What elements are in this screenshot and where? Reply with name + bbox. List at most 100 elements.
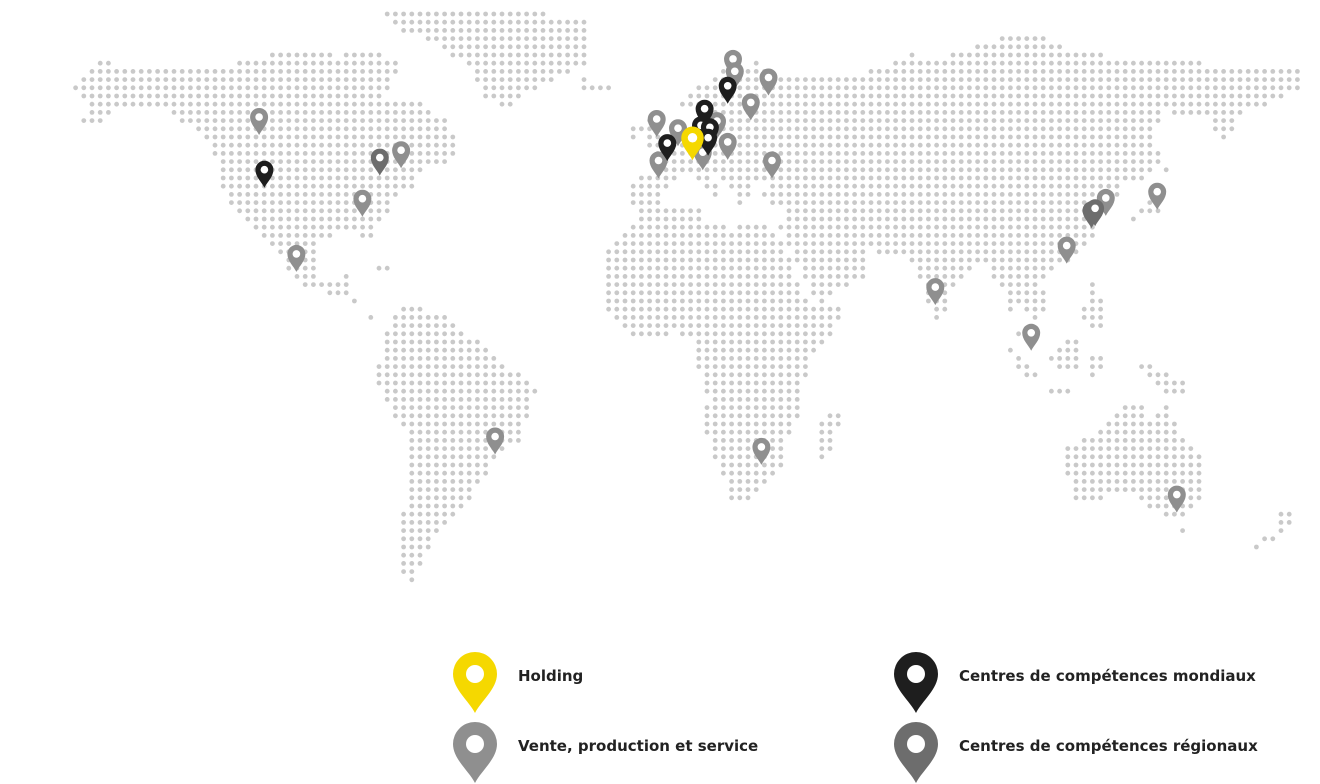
land-dot bbox=[319, 118, 324, 123]
location-pin-sales[interactable] bbox=[926, 278, 945, 306]
land-dot bbox=[1172, 454, 1177, 460]
land-dot bbox=[729, 159, 734, 165]
land-dot bbox=[524, 413, 529, 419]
pin-hole bbox=[663, 139, 672, 147]
location-pin-sales[interactable] bbox=[287, 244, 306, 272]
location-pin-sales[interactable] bbox=[649, 151, 668, 179]
land-dot bbox=[384, 60, 390, 66]
location-pin-global[interactable] bbox=[658, 134, 677, 162]
land-dot bbox=[696, 274, 702, 279]
location-pin-sales[interactable] bbox=[1096, 188, 1115, 216]
land-dot bbox=[1155, 159, 1161, 165]
location-pin-sales[interactable] bbox=[763, 151, 781, 179]
land-dot bbox=[581, 60, 587, 66]
location-pin-global[interactable] bbox=[699, 128, 718, 156]
land-dot bbox=[417, 28, 423, 33]
location-pin-sales[interactable] bbox=[486, 427, 505, 455]
location-pin-sales[interactable] bbox=[1022, 323, 1041, 351]
land-dot bbox=[1098, 479, 1103, 484]
land-dot bbox=[229, 110, 234, 115]
location-pin-sales[interactable] bbox=[647, 110, 666, 137]
land-dot bbox=[1139, 118, 1144, 123]
land-dot bbox=[1229, 101, 1235, 107]
land-dot bbox=[868, 183, 874, 189]
location-pin-sales[interactable] bbox=[759, 68, 778, 96]
land-dot bbox=[401, 421, 406, 427]
land-dot bbox=[1180, 454, 1185, 460]
land-dot bbox=[778, 249, 784, 255]
land-dot bbox=[688, 298, 693, 304]
location-pin-global[interactable] bbox=[695, 99, 714, 127]
location-pin-global[interactable] bbox=[718, 76, 737, 104]
land-dot bbox=[483, 470, 488, 476]
land-dot bbox=[712, 93, 718, 99]
land-dot bbox=[786, 110, 792, 115]
land-dot bbox=[1114, 438, 1120, 443]
location-pin-sales[interactable] bbox=[741, 93, 760, 121]
land-dot bbox=[507, 397, 513, 402]
land-dot bbox=[999, 241, 1005, 247]
land-dot bbox=[835, 183, 841, 189]
land-dot bbox=[778, 331, 784, 337]
land-dot bbox=[729, 249, 734, 255]
location-pin-regional[interactable] bbox=[1086, 199, 1105, 227]
location-pin-sales[interactable] bbox=[1167, 485, 1186, 513]
location-pin-sales[interactable] bbox=[353, 189, 372, 217]
land-dot bbox=[1057, 159, 1062, 165]
land-dot bbox=[926, 159, 931, 165]
land-dot bbox=[762, 93, 767, 99]
land-dot bbox=[967, 167, 972, 173]
land-dot bbox=[967, 142, 972, 148]
location-pin-sales[interactable] bbox=[392, 141, 411, 169]
location-pin-sales[interactable] bbox=[718, 132, 737, 160]
land-dot bbox=[999, 167, 1005, 173]
land-dot bbox=[1172, 77, 1177, 82]
land-dot bbox=[1040, 175, 1046, 181]
land-dot bbox=[721, 306, 726, 312]
location-pin-sales[interactable] bbox=[752, 437, 771, 465]
land-dot bbox=[737, 429, 743, 435]
land-dot bbox=[696, 282, 702, 287]
land-dot bbox=[803, 306, 808, 312]
land-dot bbox=[458, 429, 464, 435]
land-dot bbox=[1180, 470, 1185, 476]
land-dot bbox=[663, 183, 669, 189]
land-dot bbox=[376, 183, 382, 189]
land-dot bbox=[893, 233, 898, 238]
land-dot bbox=[483, 69, 488, 74]
land-dot bbox=[253, 142, 259, 148]
land-dot bbox=[393, 331, 398, 337]
land-dot bbox=[827, 134, 833, 140]
location-pin-regional[interactable] bbox=[370, 148, 389, 176]
land-dot bbox=[1163, 421, 1169, 427]
land-dot bbox=[89, 77, 95, 82]
land-dot bbox=[343, 118, 349, 123]
land-dot bbox=[491, 69, 497, 74]
land-dot bbox=[442, 446, 447, 451]
land-dot bbox=[827, 208, 833, 214]
land-dot bbox=[917, 192, 923, 197]
land-dot bbox=[737, 118, 743, 123]
land-dot bbox=[417, 552, 423, 558]
land-dot bbox=[803, 159, 808, 165]
land-dot bbox=[1008, 52, 1013, 58]
location-pin-sales[interactable] bbox=[1057, 236, 1076, 264]
land-dot bbox=[803, 151, 808, 156]
land-dot bbox=[302, 183, 308, 189]
location-pin-sales[interactable] bbox=[669, 119, 687, 147]
land-dot bbox=[868, 126, 874, 132]
land-dot bbox=[261, 60, 267, 66]
location-pin-global[interactable] bbox=[255, 160, 274, 188]
location-pin-sales[interactable] bbox=[250, 108, 269, 135]
land-dot bbox=[1163, 503, 1169, 509]
location-pin-sales[interactable] bbox=[725, 62, 744, 90]
land-dot bbox=[909, 257, 915, 263]
land-dot bbox=[909, 77, 915, 82]
land-dot bbox=[417, 339, 423, 345]
land-dot bbox=[1073, 142, 1079, 148]
land-dot bbox=[450, 438, 456, 443]
land-dot bbox=[1106, 183, 1112, 189]
location-pin-holding[interactable] bbox=[681, 126, 704, 161]
location-pin-sales[interactable] bbox=[1148, 182, 1167, 210]
land-dot bbox=[491, 52, 497, 58]
